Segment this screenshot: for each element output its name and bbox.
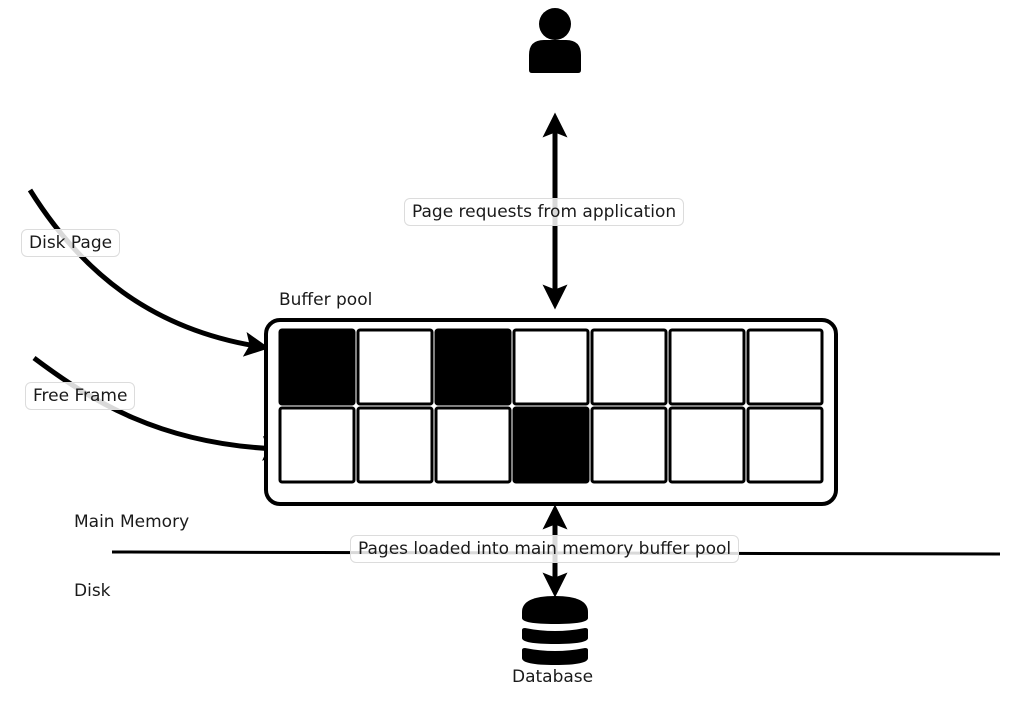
- buffer-frame-free: [512, 328, 590, 406]
- buffer-pool-grid: [278, 328, 824, 484]
- buffer-frame-free: [746, 406, 824, 484]
- buffer-frame-free: [668, 406, 746, 484]
- buffer-frame-free: [278, 406, 356, 484]
- database-label: Database: [512, 667, 594, 687]
- free-frame-label: Free Frame: [25, 382, 136, 410]
- free-frame-arrow: [32, 355, 288, 461]
- page-requests-label: Page requests from application: [404, 198, 685, 226]
- buffer-frame-free: [668, 328, 746, 406]
- disk-page-label: Disk Page: [21, 229, 121, 257]
- buffer-frame-free: [356, 406, 434, 484]
- disk-page-arrow: [27, 188, 270, 357]
- buffer-frame-free: [434, 406, 512, 484]
- user-icon: [529, 8, 581, 73]
- buffer-frame-free: [590, 328, 668, 406]
- database-icon: [522, 596, 588, 665]
- buffer-frame-free: [590, 406, 668, 484]
- buffer-frame-occupied: [512, 406, 590, 484]
- buffer-frame-free: [746, 328, 824, 406]
- buffer-frame-free: [356, 328, 434, 406]
- buffer-frame-occupied: [434, 328, 512, 406]
- main-memory-label: Main Memory: [74, 512, 190, 532]
- pages-loaded-label: Pages loaded into main memory buffer poo…: [350, 535, 740, 563]
- buffer-pool-title: Buffer pool: [279, 290, 373, 310]
- disk-label: Disk: [74, 581, 111, 601]
- buffer-frame-occupied: [278, 328, 356, 406]
